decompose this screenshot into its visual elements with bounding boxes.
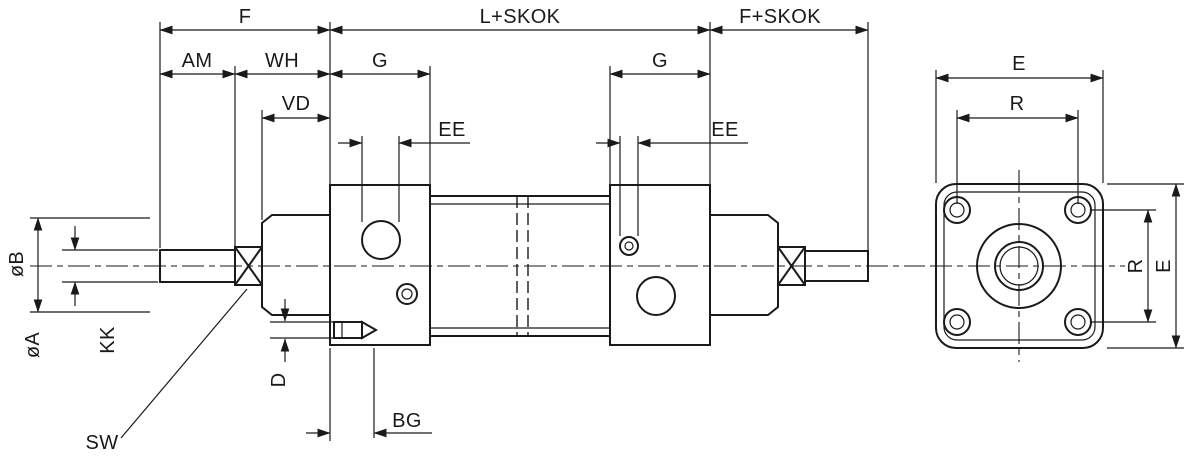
dim-label-dia-b: øB [6,250,28,278]
side-view-cylinder [159,184,869,346]
piston-rod-right [804,250,869,282]
dimension-lines [33,25,1181,438]
dim-label-r-side: R [1125,258,1147,274]
rear-port [636,276,676,316]
leader-lines [120,288,248,439]
dim-label-wh: WH [264,50,300,72]
dim-label-e-top: E [1012,53,1026,75]
dim-label-kk: KK [97,326,119,354]
dim-label-f-skok: F+SKOK [739,6,821,28]
front-cap [261,214,331,316]
dim-label-g-rear: G [652,50,668,72]
flange-outline [935,183,1104,349]
sw-leader [120,288,248,439]
front-port [361,220,401,260]
dim-label-am: AM [181,50,213,72]
rear-head [609,184,711,346]
end-view-flange [935,183,1104,349]
dim-label-d: D [268,372,290,388]
rear-cushion-screw [619,236,639,256]
extension-lines [30,22,1184,441]
dim-label-g-front: G [372,50,388,72]
dim-label-ee-rear: EE [711,119,739,141]
cylinder-tube [429,195,611,337]
dim-label-l-skok: L+SKOK [479,6,561,28]
bolt-hole-bottom-left [943,308,971,336]
front-cushion-screw [396,283,418,305]
cushion-needle [333,320,379,340]
bolt-hole-bottom-right [1064,308,1092,336]
dim-label-f: F [238,6,252,28]
dim-label-sw: SW [85,432,119,454]
dim-label-vd: VD [281,93,311,115]
dim-label-bg: BG [392,410,422,432]
front-head [329,184,431,346]
center-bore [976,223,1062,309]
rear-cap [709,214,779,316]
dim-label-e-side: E [1153,259,1175,273]
dim-label-dia-a: øA [22,331,44,359]
dim-label-r-top: R [1009,93,1025,115]
dim-label-ee-front: EE [438,119,466,141]
flange-inner-contour [943,191,1096,341]
centerlines [30,170,1125,362]
